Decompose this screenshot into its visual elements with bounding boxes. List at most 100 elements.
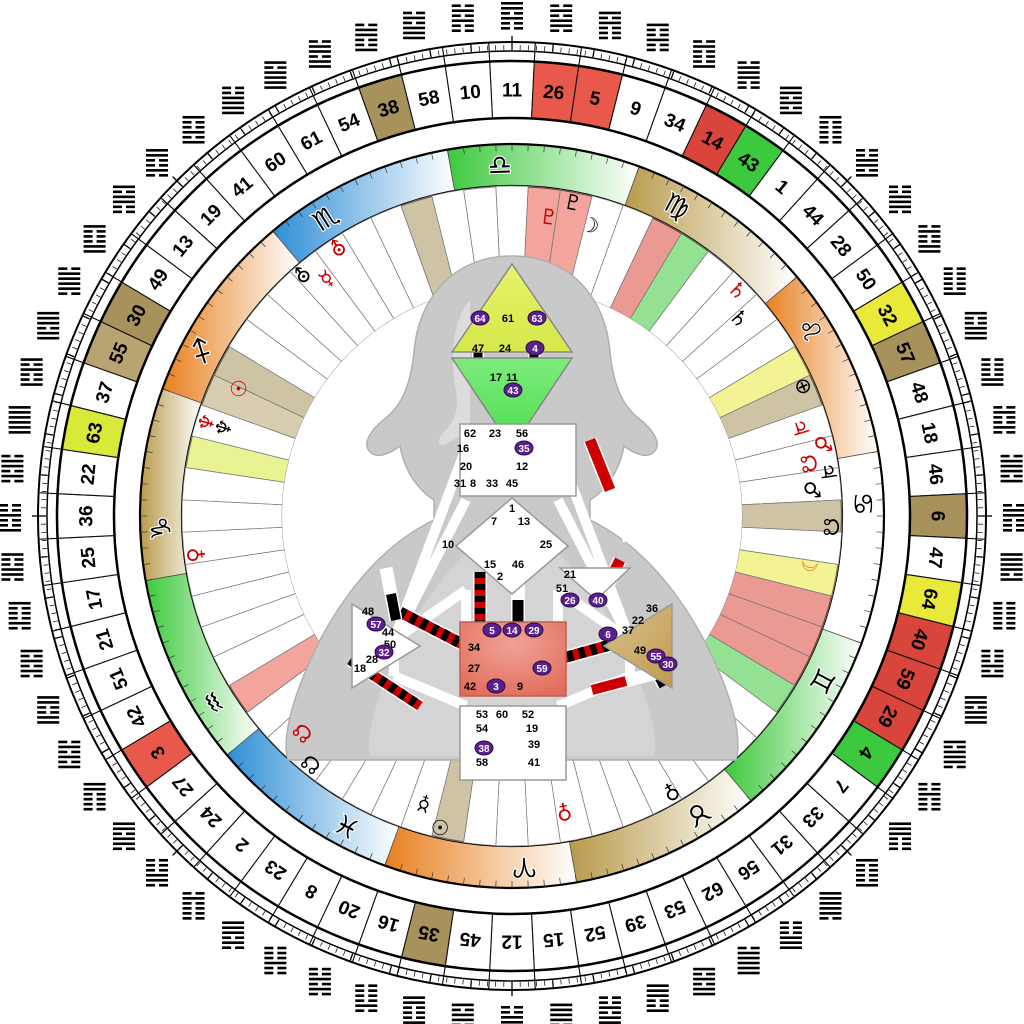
gate-number-47: 47 [923, 546, 946, 569]
gate-label-49: 49 [634, 645, 646, 657]
planet-glyph-north-node-personality[interactable]: ☊ [818, 517, 843, 536]
activated-gate-3[interactable] [486, 678, 506, 694]
planet-glyph-mars-personality[interactable]: ♂ [799, 479, 825, 500]
planet-glyph-jupiter-personality[interactable]: ♃ [815, 461, 841, 483]
planet-glyph-moon-design[interactable]: ☽ [796, 552, 823, 574]
hexagram-glyph [646, 984, 669, 1012]
activated-gate-59[interactable] [532, 660, 552, 676]
activated-gate-14[interactable] [502, 622, 522, 638]
gate-label-40: 40 [592, 596, 604, 607]
planet-glyph-north-node-design[interactable]: ☊ [795, 452, 822, 475]
gate-label-39: 39 [528, 739, 540, 751]
gate-number-26: 26 [542, 82, 565, 105]
hexagram-glyph [403, 996, 426, 1024]
zodiac-glyph-capricorn: ♑ [146, 516, 178, 541]
zodiac-glyph-libra: ♎ [487, 150, 512, 182]
activated-gate-29[interactable] [524, 622, 544, 638]
gate-label-58: 58 [476, 757, 488, 769]
hexagram-glyph [403, 11, 426, 40]
hexagram-glyph [550, 4, 573, 33]
activated-gate-35[interactable] [514, 440, 534, 456]
activated-gate-40[interactable] [588, 592, 608, 608]
hexagram-glyph [819, 115, 842, 144]
activated-gate-30[interactable] [658, 656, 678, 672]
channel-design-red[interactable] [584, 437, 616, 493]
gate-label-29: 29 [528, 626, 540, 637]
gate-label-22: 22 [632, 615, 644, 627]
planet-glyph-venus-design[interactable]: ♀ [183, 546, 209, 564]
gate-label-18: 18 [354, 663, 366, 675]
gate-number-35: 35 [416, 920, 441, 945]
activated-gate-26[interactable] [560, 592, 580, 608]
gate-number-36: 36 [77, 505, 98, 526]
zodiac-glyph-aries: ♈ [512, 850, 537, 882]
center-head[interactable] [450, 262, 574, 353]
center-g[interactable] [454, 497, 570, 595]
gate-label-30: 30 [662, 660, 674, 671]
activated-gate-64[interactable] [470, 310, 490, 326]
hexagram-glyph [451, 1003, 474, 1024]
planet-glyph-sun-personality[interactable]: ☉ [428, 813, 452, 841]
gate-number-5: 5 [588, 88, 603, 111]
channel-design-red[interactable] [590, 676, 628, 695]
gate-label-61: 61 [502, 313, 514, 325]
gate-label-63: 63 [531, 314, 543, 325]
gate-label-48: 48 [362, 606, 374, 618]
hexagram-glyph [1003, 504, 1024, 532]
activated-gate-5[interactable] [482, 622, 502, 638]
planet-glyph-venus-design[interactable]: ♀ [555, 799, 574, 825]
planet-glyph-pluto-personality[interactable]: ♇ [561, 189, 584, 216]
gate-number-45: 45 [458, 927, 482, 950]
gate-label-32: 32 [378, 648, 390, 659]
activated-gate-43[interactable] [503, 382, 523, 398]
hexagram-glyph [779, 86, 802, 115]
gate-label-44: 44 [382, 627, 395, 639]
gate-label-24: 24 [499, 343, 512, 355]
gate-label-15: 15 [484, 559, 496, 571]
gate-label-60: 60 [496, 709, 508, 721]
gate-label-26: 26 [564, 596, 576, 607]
hexagram-glyph [855, 149, 878, 177]
gate-label-16: 16 [457, 443, 469, 455]
activated-gate-6[interactable] [598, 626, 618, 642]
gate-number-12: 12 [501, 931, 522, 952]
hexagram-glyph [182, 115, 205, 144]
hexagram-glyph [964, 311, 987, 340]
gate-number-46: 46 [923, 463, 946, 486]
hexagram-glyph [981, 649, 1004, 678]
hexagram-glyph [58, 267, 81, 295]
center-heart[interactable] [558, 567, 632, 602]
gate-label-54: 54 [476, 723, 489, 735]
channel-personality-black[interactable] [386, 593, 401, 621]
hexagram-glyph [501, 1006, 523, 1024]
gate-number-25: 25 [78, 546, 101, 570]
hexagram-glyph [918, 225, 941, 253]
hexagram-glyph [451, 4, 474, 33]
gate-label-7: 7 [491, 516, 497, 528]
activated-gate-63[interactable] [527, 310, 547, 326]
gate-number-18: 18 [916, 421, 941, 446]
hexagram-glyph [1, 454, 24, 483]
activated-gate-4[interactable] [525, 340, 545, 356]
gate-label-57: 57 [370, 620, 382, 631]
gate-label-5: 5 [489, 626, 495, 637]
planet-glyph-pluto-design[interactable]: ♇ [538, 204, 560, 230]
hexagram-glyph [1, 553, 24, 581]
gate-label-10: 10 [442, 539, 454, 551]
gate-number-17: 17 [83, 586, 108, 611]
hexagram-glyph [355, 984, 378, 1012]
gate-label-59: 59 [536, 664, 548, 675]
activated-gate-32[interactable] [374, 644, 394, 660]
center-ajna[interactable] [450, 357, 574, 450]
hexagram-glyph [308, 40, 331, 68]
center-solar-plexus[interactable] [602, 602, 673, 690]
hexagram-glyph [501, 2, 523, 30]
hexagram-glyph [981, 358, 1004, 386]
center-throat[interactable] [459, 423, 577, 497]
activated-gate-57[interactable] [366, 616, 386, 632]
planet-glyph-mars-design[interactable]: ♂ [809, 432, 837, 456]
gate-number-6: 6 [927, 511, 948, 522]
activated-gate-38[interactable] [474, 740, 494, 756]
hexagram-glyph [943, 267, 966, 295]
